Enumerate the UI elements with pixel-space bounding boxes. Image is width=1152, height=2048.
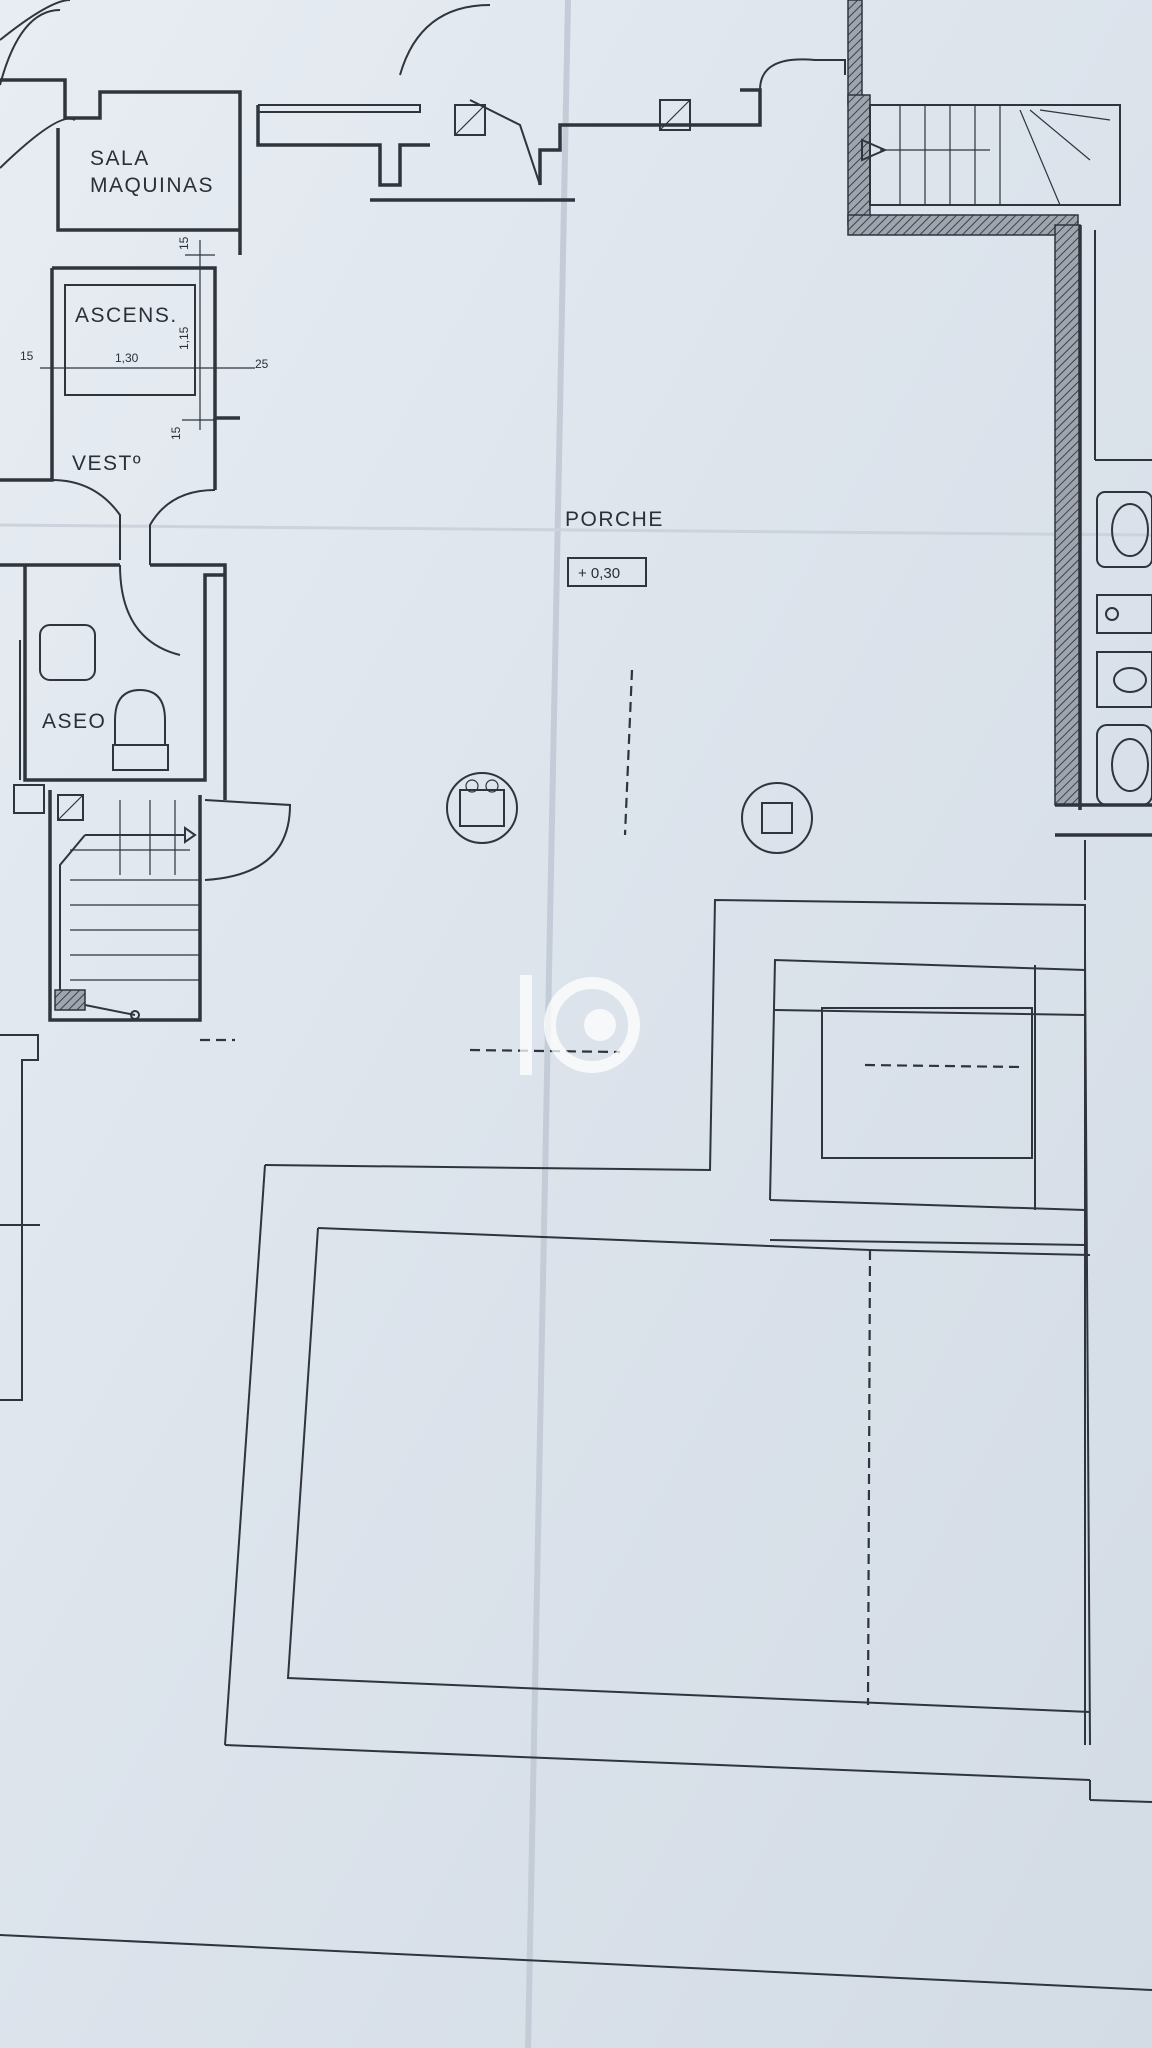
machine-room <box>0 0 242 255</box>
level-marker-box <box>567 557 647 587</box>
vestibule <box>0 268 217 565</box>
paper-fold-horizontal <box>0 523 1152 537</box>
terrace-outline <box>224 898 1091 1781</box>
plot-boundary-line <box>0 1934 1152 1991</box>
entrance-walls <box>0 4 846 202</box>
dim-1-15: 1,15 <box>177 326 191 350</box>
dim-15-bottom: 15 <box>169 426 183 440</box>
label-vestibulo: VESTº <box>72 452 142 475</box>
dim-15-top: 15 <box>177 236 191 250</box>
label-ascensor: ASCENS. <box>75 304 178 327</box>
label-sala: SALA <box>90 147 150 170</box>
right-staircase <box>847 0 1121 806</box>
watermark-logo: IC <box>520 975 640 1075</box>
right-bathroom <box>1055 225 1152 837</box>
elevator-shaft <box>40 240 255 430</box>
dim-25: 25 <box>255 357 269 371</box>
column-symbol-left <box>446 772 518 844</box>
label-porche-level: + 0,30 <box>578 565 620 582</box>
pool-outline <box>286 1048 1091 1713</box>
column-symbol-right <box>741 782 813 854</box>
left-staircase <box>13 784 292 1042</box>
left-edge-walls <box>0 564 40 1401</box>
label-maquinas: MAQUINAS <box>90 174 214 197</box>
planter-box <box>769 958 1086 1246</box>
label-porche: PORCHE <box>565 508 664 531</box>
label-aseo: ASEO <box>42 710 106 733</box>
porch-axis-line <box>623 669 634 836</box>
dim-1-30: 1,30 <box>115 351 139 365</box>
right-edge-lines <box>1084 840 1152 1803</box>
dim-15-left: 15 <box>20 349 34 363</box>
